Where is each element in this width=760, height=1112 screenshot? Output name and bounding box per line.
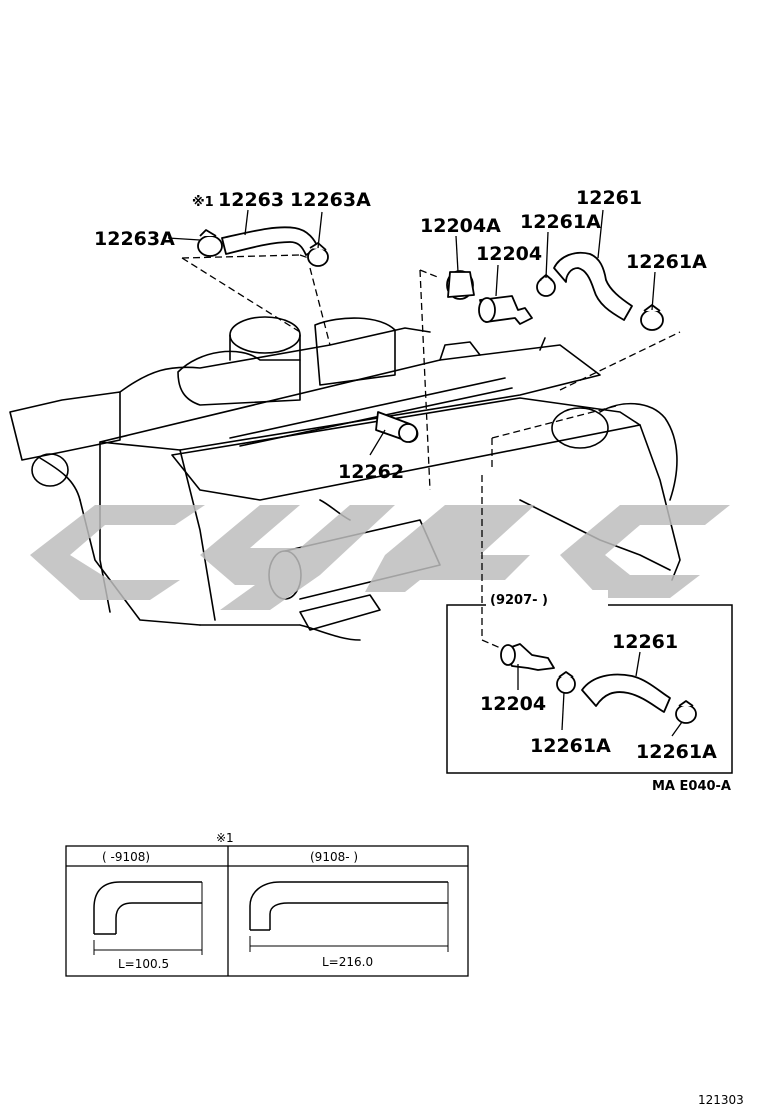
note-col1-length: L=100.5 [118, 957, 169, 971]
inset-callout-12261: 12261 [612, 631, 678, 653]
watermark-logo [30, 505, 730, 610]
guide-lines [181, 254, 681, 651]
inset-date-range: (9207- ) [490, 593, 548, 608]
note-col2-header: (9108- ) [310, 850, 358, 864]
part-valve-12204A [446, 270, 475, 300]
note-table: ※1 ( -9108) (9108- ) L=100.5 L=216.0 [65, 831, 469, 977]
note-col2-length: L=216.0 [322, 955, 373, 969]
part-pcv-valve-12204 [478, 295, 533, 325]
callout-12204A: 12204A [420, 215, 501, 237]
inset-part-hose-12261 [581, 673, 671, 713]
inset-part-clamp-right [675, 704, 697, 724]
callout-12263: 12263 [218, 189, 284, 211]
callout-12261: 12261 [576, 187, 642, 209]
inset-callout-12261A-left: 12261A [530, 735, 611, 757]
part-hose-12261 [553, 251, 633, 321]
note-mark: ※1 [192, 195, 214, 210]
leader-lines [167, 209, 656, 456]
page-code: 121303 [698, 1093, 744, 1107]
callout-12204: 12204 [476, 243, 542, 265]
callout-12262: 12262 [338, 461, 404, 483]
inset-box: (9207- ) 12261 12204 12261A 12261A [446, 590, 733, 774]
callout-12263A-right: 12263A [290, 189, 371, 211]
callout-12263A-left: 12263A [94, 228, 175, 250]
part-clamp-12263A-left [197, 229, 223, 257]
figure-code: MA E040-A [652, 779, 731, 794]
inset-callout-12261A-right: 12261A [636, 741, 717, 763]
callout-12261A-top: 12261A [520, 211, 601, 233]
callout-12261A-right: 12261A [626, 251, 707, 273]
inset-callout-12204: 12204 [480, 693, 546, 715]
inset-part-pcv-valve [502, 643, 555, 671]
part-clamp-12261A-top [536, 274, 556, 297]
part-hose-12263 [221, 226, 319, 256]
note-col1-header: ( -9108) [102, 850, 150, 864]
inset-part-clamp-left [556, 674, 576, 694]
note-table-mark: ※1 [216, 831, 234, 845]
